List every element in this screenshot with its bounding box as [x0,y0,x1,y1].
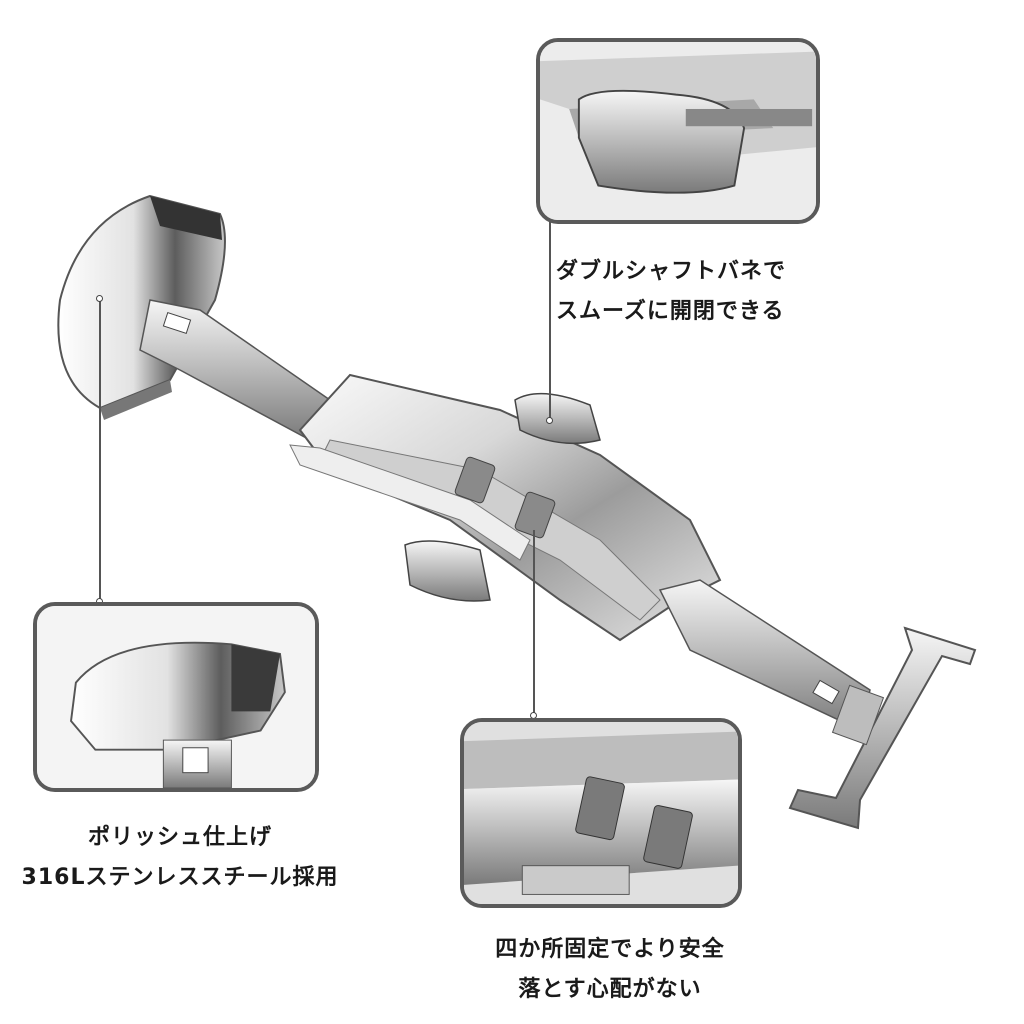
latch-closeup-image [464,722,738,904]
leader-line-cap [99,298,101,600]
leader-line-spring [549,222,551,420]
caption-cap-line-1: ポリッシュ仕上げ [87,825,272,850]
leader-dot-cap-top [96,295,103,302]
strap-connector [788,626,977,830]
caption-spring-line-1: ダブルシャフトバネで [556,259,787,284]
callout-cap-closeup [33,602,319,792]
right-arm [658,579,871,732]
cap-closeup-image [37,606,315,788]
clasp-body [289,373,722,642]
callout-spring-closeup [536,38,820,224]
spring-closeup-image [540,42,816,220]
leader-line-latch [533,530,535,716]
caption-cap-line-2: 316Lステンレススチール採用 [21,865,339,890]
caption-latch-line-1: 四か所固定でより安全 [495,937,725,962]
caption-cap: ポリッシュ仕上げ 316Lステンレススチール採用 [10,818,350,898]
caption-latch: 四か所固定でより安全 落とす心配がない [460,930,760,1010]
caption-spring: ダブルシャフトバネで スムーズに開閉できる [556,252,816,332]
leader-dot-spring [546,417,553,424]
polished-cap [57,194,226,420]
caption-spring-line-2: スムーズに開閉できる [556,299,785,324]
callout-latch-closeup [460,718,742,908]
caption-latch-line-2: 落とす心配がない [518,977,702,1002]
